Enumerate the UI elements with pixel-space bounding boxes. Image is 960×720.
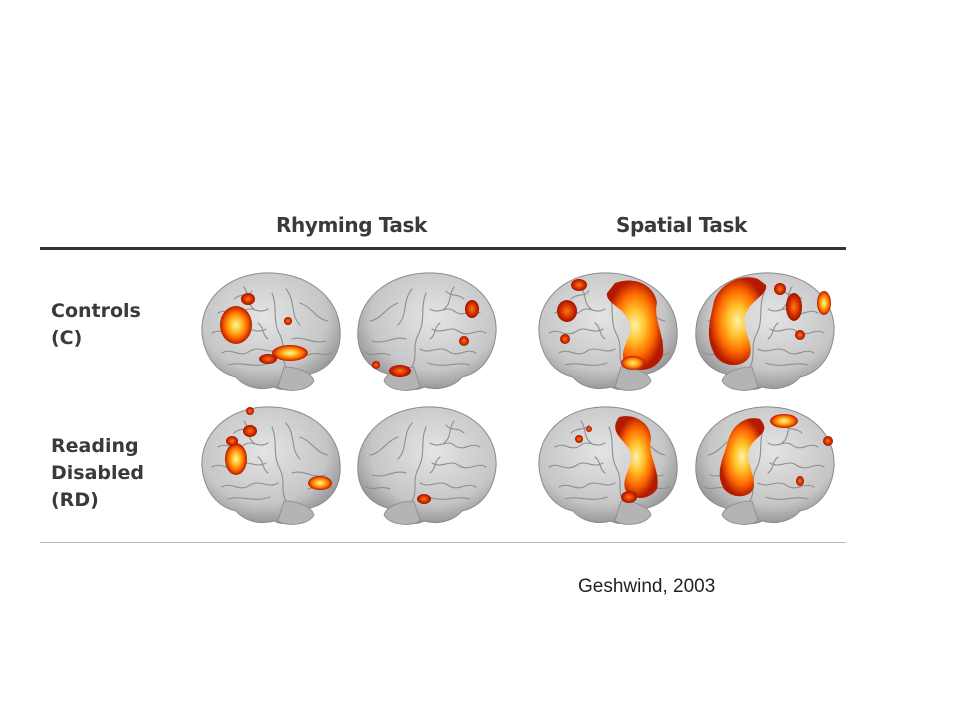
activation-blob (372, 300, 479, 377)
brain-controls-spatial-right (688, 263, 848, 398)
activation-blob (719, 414, 833, 497)
row-label-line: Controls (51, 300, 141, 322)
brain-controls-rhyming-left (188, 263, 348, 398)
brain-rd-spatial-right (688, 397, 848, 532)
activation-blob (708, 277, 831, 366)
activation-blob (575, 416, 658, 503)
activation-blob (417, 494, 431, 504)
brain-rd-spatial-left (525, 397, 685, 532)
activation-blob (220, 293, 308, 364)
header-rule (40, 247, 846, 250)
brain-rd-rhyming-left (188, 397, 348, 532)
row-label-line: Reading (51, 435, 139, 457)
row-label-line: (RD) (51, 489, 99, 511)
activation-blob (557, 279, 664, 370)
citation: Geshwind, 2003 (578, 576, 716, 597)
brain-controls-spatial-left (525, 263, 685, 398)
column-header-spatial: Spatial Task (616, 213, 747, 237)
brain-controls-rhyming-right (350, 263, 510, 398)
column-header-rhyming: Rhyming Task (276, 213, 427, 237)
fmri-figure: Rhyming Task Spatial Task Controls (C) R… (40, 205, 846, 545)
row-label-reading-disabled: Reading Disabled (RD) (51, 433, 144, 514)
row-label-controls: Controls (C) (51, 298, 141, 352)
brain-rd-rhyming-right (350, 397, 510, 532)
activation-blob (225, 407, 332, 490)
row-label-line: Disabled (51, 462, 145, 484)
bottom-rule (40, 542, 846, 543)
row-label-line: (C) (51, 327, 83, 349)
